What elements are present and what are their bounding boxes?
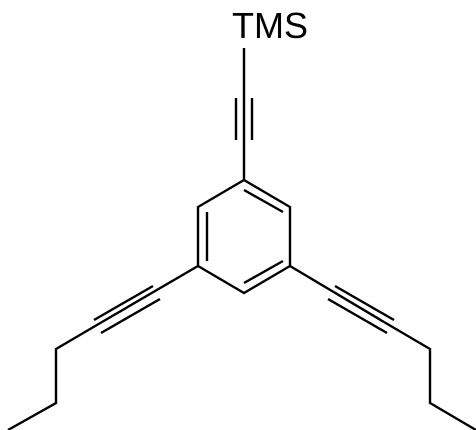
ring-double-bond-upper-right [243,188,284,214]
left-alkyne-upper-line [93,284,154,322]
left-alkyne-lower-line [100,297,161,335]
right-butyl-chain [383,320,476,430]
tms-label: TMS [232,5,308,46]
left-alkyne-center-line [101,264,199,324]
left-butyl-chain [7,320,103,430]
right-alkyne-lower-line [327,297,388,335]
left-alkyne-triple-bond [93,264,199,335]
ring-outline [196,178,292,295]
right-alkyne-triple-bond [289,264,395,335]
top-alkyne-triple-bond [234,48,254,180]
right-alkyne-center-line [289,264,385,324]
ring-double-bond-lower-right [243,259,284,285]
right-alkyne-upper-line [334,284,395,322]
benzene-ring [196,178,292,295]
